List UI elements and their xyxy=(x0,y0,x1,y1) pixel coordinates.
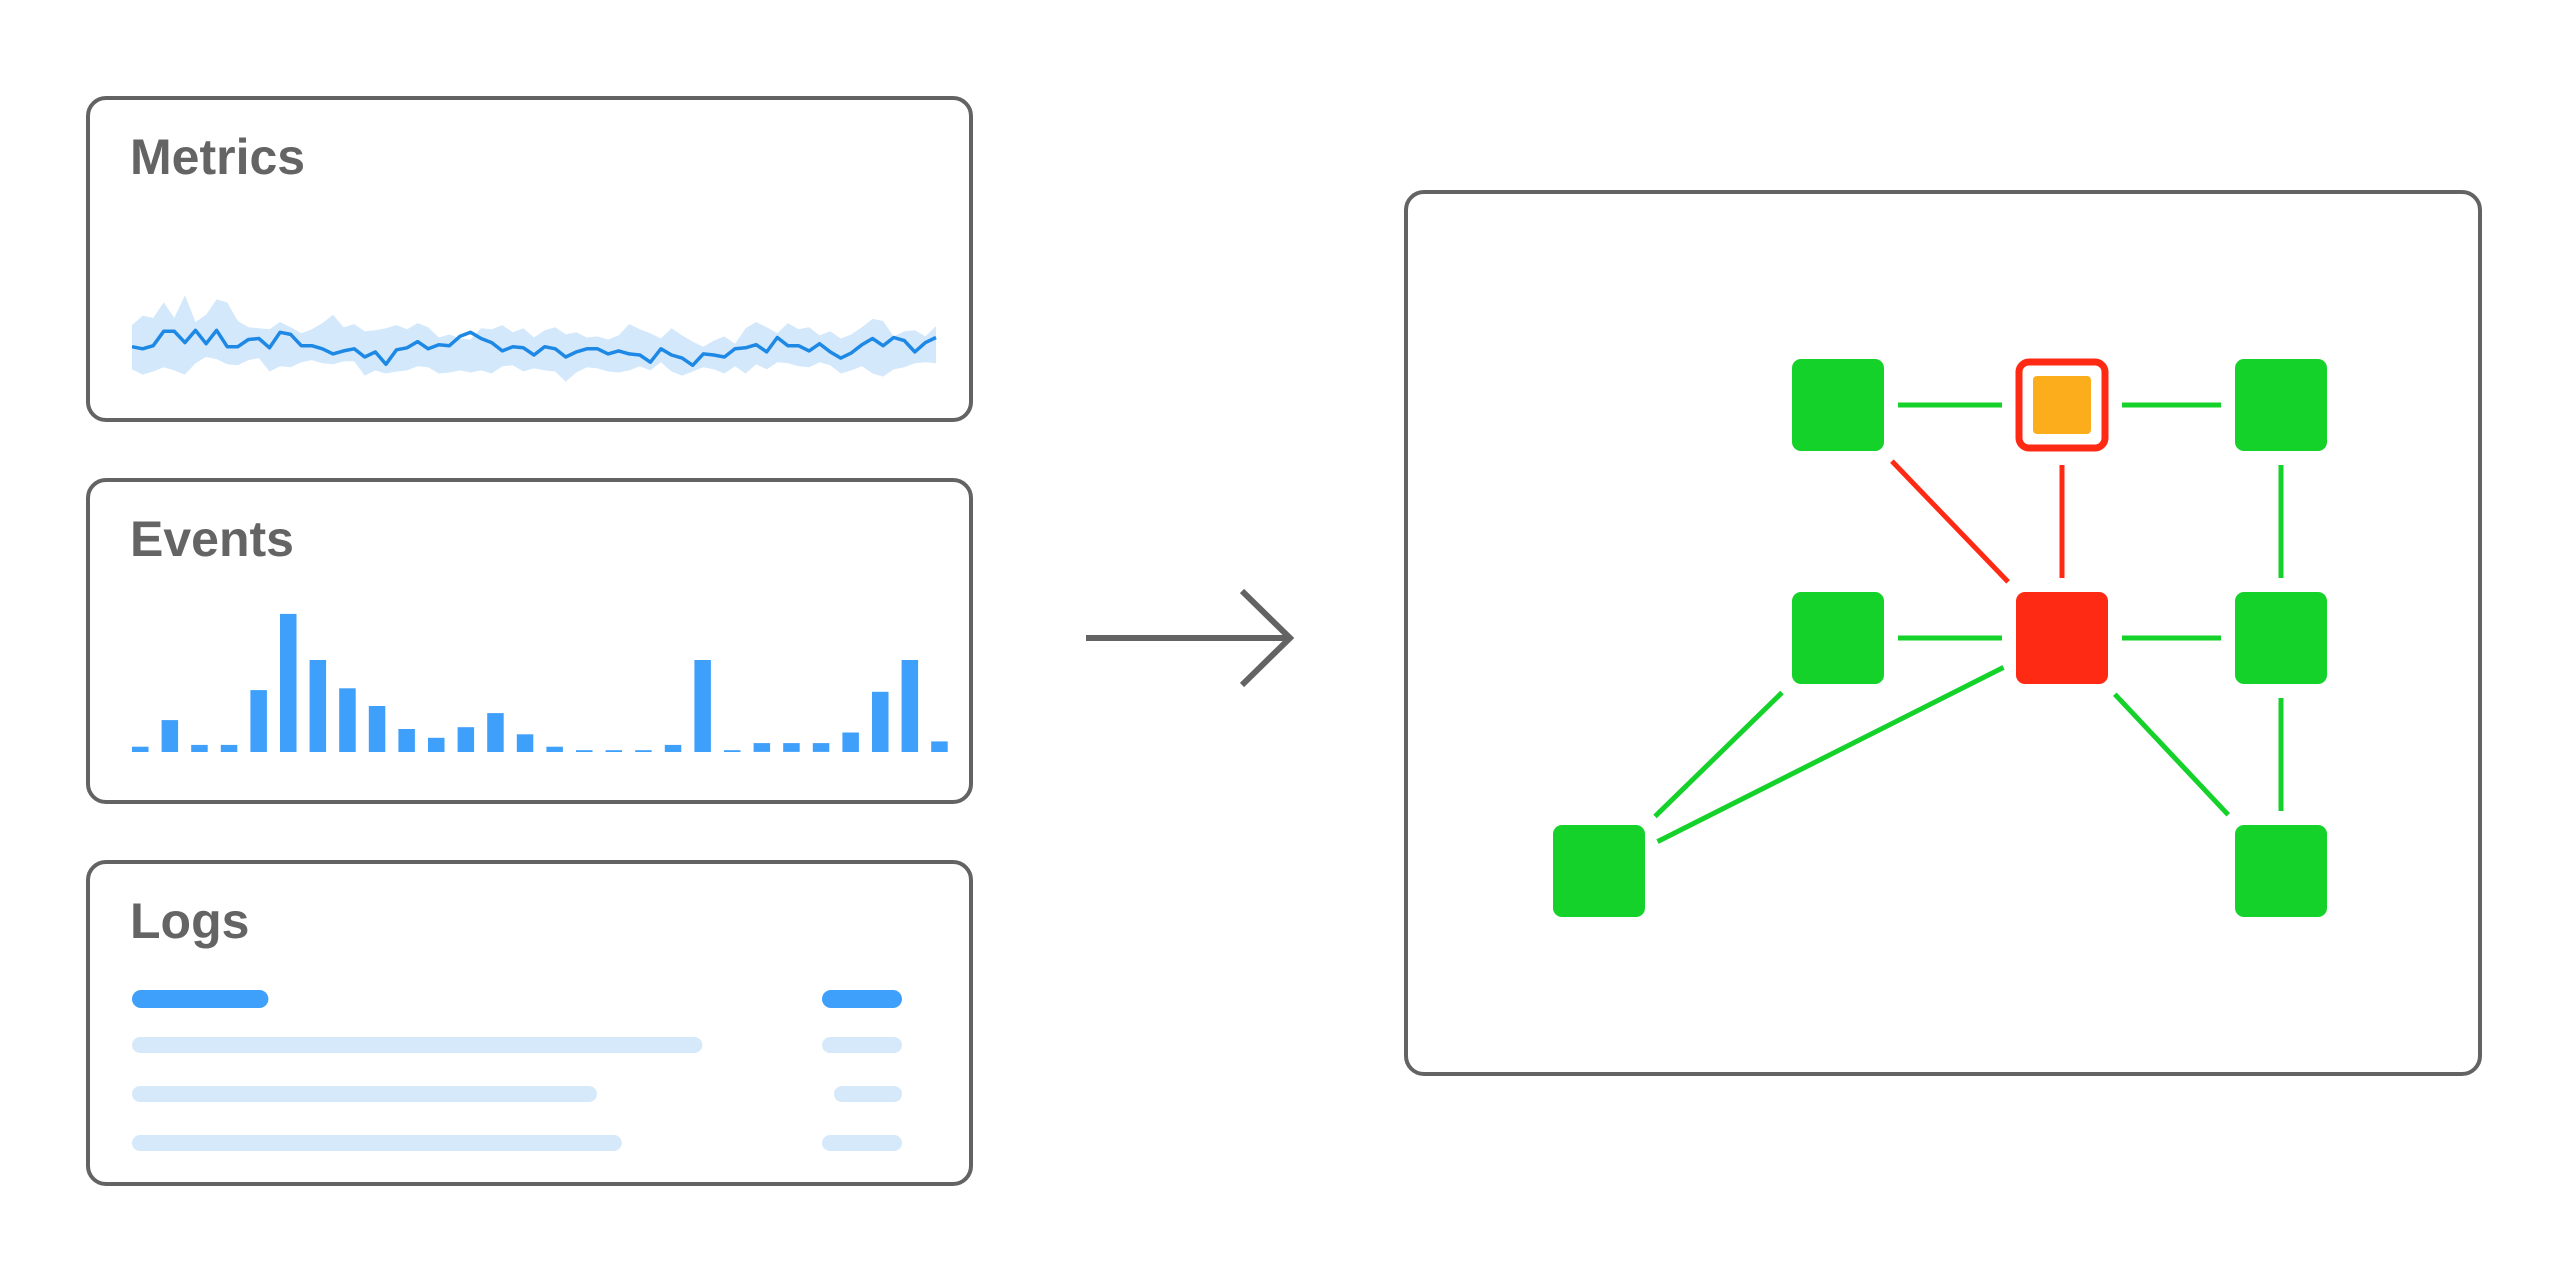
service-node-icon xyxy=(1792,359,1884,451)
topology-edge-error xyxy=(1890,459,2010,584)
events-bar xyxy=(694,660,711,752)
events-bar xyxy=(576,750,593,752)
events-bar xyxy=(812,743,830,752)
events-bar xyxy=(516,734,534,752)
events-histogram-chart xyxy=(132,613,948,752)
events-bar xyxy=(605,750,623,752)
service-node-icon xyxy=(2235,592,2327,684)
events-bar xyxy=(753,743,771,752)
topology-nodes xyxy=(1553,358,2327,917)
logs-panel: Logs xyxy=(86,860,973,1186)
events-bar xyxy=(931,741,948,752)
arrow-right-icon xyxy=(1086,588,1295,688)
events-bar xyxy=(664,744,682,752)
events-bar xyxy=(457,727,475,752)
events-bar xyxy=(132,746,149,752)
metrics-panel: Metrics xyxy=(86,96,973,422)
events-bar xyxy=(783,743,800,752)
events-bar xyxy=(428,737,445,752)
events-bar xyxy=(901,660,919,752)
events-bar xyxy=(546,746,563,752)
events-panel: Events xyxy=(86,478,973,804)
events-bar xyxy=(872,691,889,752)
log-row-message-bar xyxy=(132,1086,597,1102)
metrics-series-line xyxy=(131,328,937,368)
topology-edge xyxy=(2112,692,2231,817)
metrics-panel-title: Metrics xyxy=(130,129,306,185)
service-node-icon xyxy=(2235,825,2327,917)
log-row-message-bar xyxy=(132,1037,703,1053)
log-row-tag-bar xyxy=(822,1135,902,1151)
service-node-icon xyxy=(2235,359,2327,451)
events-bar xyxy=(368,706,386,752)
logs-header-message-bar xyxy=(132,990,269,1008)
topology-edge xyxy=(1653,690,1784,819)
log-row-message-bar xyxy=(132,1135,622,1151)
log-row-tag-bar xyxy=(822,1037,902,1053)
events-bar xyxy=(161,720,179,752)
root-cause-node-icon xyxy=(2016,592,2108,684)
arrow-right-icon-path xyxy=(1086,588,1295,688)
logs-list xyxy=(132,990,902,1151)
events-bar xyxy=(220,744,238,752)
logs-panel-title: Logs xyxy=(130,893,250,949)
events-bar xyxy=(724,750,741,752)
events-bar xyxy=(280,613,297,752)
events-bar xyxy=(635,750,652,752)
events-bar xyxy=(191,744,208,752)
metrics-sparkline-chart xyxy=(131,295,937,382)
events-bar xyxy=(309,660,327,752)
metrics-confidence-band xyxy=(132,295,936,382)
events-bar xyxy=(842,732,859,752)
events-bar xyxy=(487,713,504,752)
events-bar xyxy=(398,729,415,752)
service-node-icon xyxy=(1553,825,1645,917)
events-bar xyxy=(339,688,356,752)
logs-header-tag-bar xyxy=(822,990,902,1008)
alerting-service-node-core xyxy=(2033,376,2091,434)
events-panel-title: Events xyxy=(130,511,294,567)
log-row-tag-bar xyxy=(834,1086,902,1102)
topology-edges xyxy=(1653,402,2284,844)
service-node-icon xyxy=(1792,592,1884,684)
events-bar xyxy=(250,690,267,752)
topology-edge xyxy=(1656,665,2005,844)
